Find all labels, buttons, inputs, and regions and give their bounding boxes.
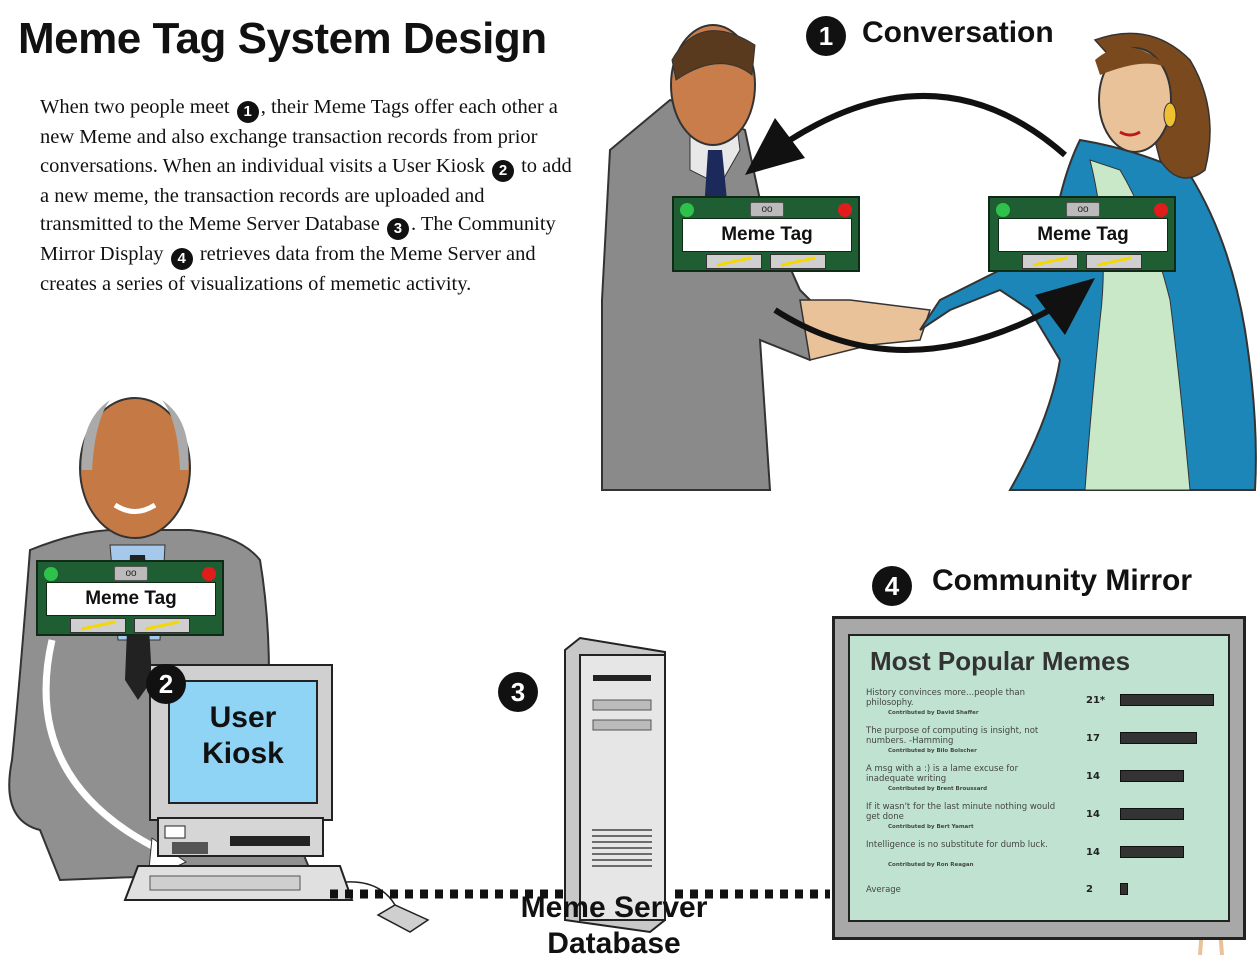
ir-sensor-icon: oo xyxy=(114,566,148,581)
meme-tag-screen: Meme Tag xyxy=(46,582,216,616)
meme-tag-screen: Meme Tag xyxy=(682,218,852,252)
meme-contributor: Contributed by Ron Reagan xyxy=(888,862,974,868)
inline-badge-2: 2 xyxy=(491,159,514,182)
meme-count: 14 xyxy=(1086,847,1100,858)
meme-tag-screen: Meme Tag xyxy=(998,218,1168,252)
red-led-icon xyxy=(202,567,216,581)
meme-tag-businessman: oo Meme Tag xyxy=(672,196,860,272)
meme-text: If it wasn't for the last minute nothing… xyxy=(866,802,1056,822)
upload-arrow xyxy=(42,639,162,854)
average-bar xyxy=(1120,883,1128,895)
battery-icon xyxy=(1022,254,1078,269)
step-1-badge: 1 xyxy=(806,16,846,56)
red-led-icon xyxy=(1154,203,1168,217)
exchange-arrow-right xyxy=(773,307,1052,353)
meme-row: Intelligence is no substitute for dumb l… xyxy=(866,840,1216,876)
meme-count: 14 xyxy=(1086,771,1100,782)
meme-bar xyxy=(1120,846,1184,858)
average-count: 2 xyxy=(1086,884,1093,895)
average-label: Average xyxy=(866,885,901,895)
kiosk-label-line2: Kiosk xyxy=(202,737,284,770)
page-title: Meme Tag System Design xyxy=(18,14,547,63)
community-mirror-label: Community Mirror xyxy=(932,564,1193,597)
meme-bar xyxy=(1120,808,1184,820)
meme-count: 17 xyxy=(1086,733,1100,744)
meme-text: History convinces more...people than phi… xyxy=(866,688,1025,708)
meme-contributor: Contributed by Bert Yamart xyxy=(888,824,974,830)
exchange-arrow-right-head xyxy=(1035,278,1095,335)
meme-bar xyxy=(1120,770,1184,782)
red-led-icon xyxy=(838,203,852,217)
desc-part-2: , their Meme Tags offer each other a new… xyxy=(40,96,558,177)
desc-part-3: to add a new meme, the transaction recor… xyxy=(40,154,572,236)
meme-bar xyxy=(1120,732,1197,744)
meme-row: If it wasn't for the last minute nothing… xyxy=(866,802,1216,838)
battery-icon xyxy=(706,254,762,269)
battery-icon xyxy=(134,618,190,633)
conversation-label: Conversation xyxy=(862,16,1054,49)
step-3-badge: 3 xyxy=(498,672,538,712)
ir-sensor-icon: oo xyxy=(750,202,784,217)
average-row: Average 2 xyxy=(866,880,1216,900)
inline-badge-4: 4 xyxy=(170,248,193,270)
server-label-line2: Database xyxy=(547,927,681,960)
mirror-screen-title: Most Popular Memes xyxy=(870,646,1131,676)
inline-badge-1: 1 xyxy=(236,101,259,123)
meme-contributor: Contributed by Bilo Bolscher xyxy=(888,748,977,754)
meme-text: The purpose of computing is insight, not… xyxy=(866,726,1039,746)
meme-tag-older-man: oo Meme Tag xyxy=(36,560,224,636)
community-mirror-screen xyxy=(848,634,1230,922)
description-paragraph: When two people meet 1, their Meme Tags … xyxy=(40,93,580,299)
meme-count: 14 xyxy=(1086,809,1100,820)
businessman-illustration xyxy=(601,24,932,491)
battery-icon xyxy=(1086,254,1142,269)
exchange-arrow-left-head xyxy=(745,118,805,175)
server-label: Meme Server Database xyxy=(508,890,720,962)
server-label-line1: Meme Server xyxy=(520,891,708,924)
meme-contributor: Contributed by David Shaffer xyxy=(888,710,979,716)
server-tower-illustration xyxy=(564,636,666,934)
user-kiosk-screen: User Kiosk xyxy=(168,680,318,804)
exchange-arrow-left xyxy=(788,93,1067,158)
meme-contributor: Contributed by Brent Broussard xyxy=(888,786,988,792)
battery-icon xyxy=(70,618,126,633)
battery-icon xyxy=(770,254,826,269)
step-4-badge: 4 xyxy=(872,566,912,606)
desc-part-4: . The Community Mirror Display xyxy=(40,213,556,265)
meme-text: A msg with a :) is a lame excuse for ina… xyxy=(866,764,1019,784)
meme-text: Intelligence is no substitute for dumb l… xyxy=(866,840,1048,850)
meme-bar xyxy=(1120,694,1214,706)
green-led-icon xyxy=(680,203,694,217)
meme-row: The purpose of computing is insight, not… xyxy=(866,726,1216,762)
ir-sensor-icon: oo xyxy=(1066,202,1100,217)
meme-row: A msg with a :) is a lame excuse for ina… xyxy=(866,764,1216,800)
meme-tag-businesswoman: oo Meme Tag xyxy=(988,196,1176,272)
meme-row: History convinces more...people than phi… xyxy=(866,688,1216,724)
step-2-badge: 2 xyxy=(146,664,186,704)
green-led-icon xyxy=(44,567,58,581)
desc-part-1: When two people meet xyxy=(40,96,230,118)
inline-badge-3: 3 xyxy=(386,218,409,240)
kiosk-label-line1: User xyxy=(209,701,277,734)
meme-count: 21* xyxy=(1086,695,1106,706)
desc-part-5: retrieves data from the Meme Server and … xyxy=(40,243,536,295)
green-led-icon xyxy=(996,203,1010,217)
